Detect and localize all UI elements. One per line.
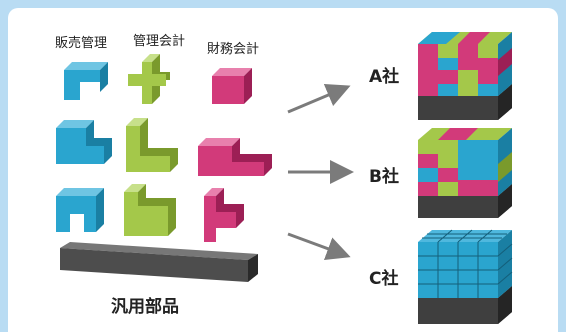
blue-piece-1 (64, 62, 108, 100)
green-piece-3 (124, 184, 176, 236)
common-gray-bar (60, 242, 258, 282)
magenta-piece-3 (204, 188, 244, 242)
label-company-a: A社 (369, 67, 400, 87)
arrow-to-a (287, 83, 351, 114)
label-admin: 管理会計 (133, 34, 186, 49)
label-company-b: B社 (369, 167, 399, 187)
cube-a (418, 32, 512, 120)
green-plus-piece (128, 54, 170, 104)
label-sales: 販売管理 (55, 36, 108, 51)
label-common: 汎用部品 (111, 297, 179, 317)
label-company-c: C社 (369, 269, 399, 289)
arrow-to-c (287, 232, 351, 261)
label-finance: 財務会計 (207, 42, 260, 57)
green-piece-2 (126, 118, 178, 172)
magenta-piece-2 (198, 138, 272, 176)
cube-c (418, 229, 513, 324)
blue-piece-2 (56, 120, 112, 164)
cube-b (418, 128, 512, 218)
blue-piece-3 (56, 188, 104, 232)
magenta-block-piece (212, 68, 252, 104)
